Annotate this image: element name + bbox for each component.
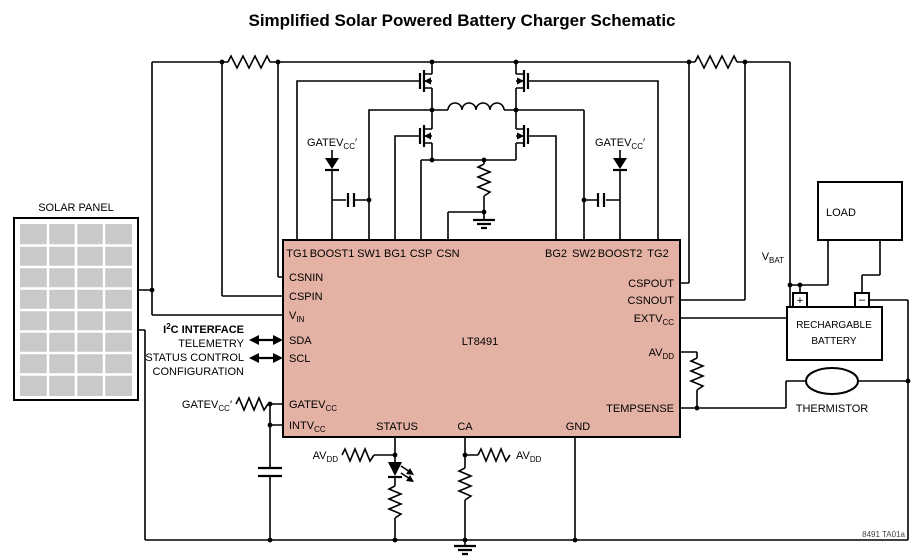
pin-label-sda: SDA — [289, 335, 312, 347]
i2c-arrows — [249, 335, 283, 363]
led-emission-arrow — [406, 475, 414, 482]
configuration-label: CONFIGURATION — [153, 366, 245, 378]
chip-left-pin-labels: CSNIN CSPIN VIN SDA SCL GATEVCC INTVCC — [289, 272, 337, 434]
status-led — [388, 462, 414, 482]
ca-lower-resistor — [456, 467, 474, 501]
mosfet-top-left — [418, 62, 433, 110]
status-lower-resistor — [386, 485, 404, 519]
mosfet-top-right — [515, 62, 530, 110]
avdd-label-status: AVDD — [313, 450, 339, 464]
chip-bottom-pin-labels: STATUS CA GND — [376, 421, 590, 433]
mosfet-body-arrow — [517, 77, 524, 85]
vbat-label: VBAT — [762, 251, 784, 265]
battery: + – RECHARGABLE BATTERY — [786, 292, 883, 361]
thermistor-label: THERMISTOR — [796, 403, 869, 415]
pin-label-cspout: CSPOUT — [628, 278, 674, 290]
pin-label-csp: CSP — [410, 248, 433, 260]
csp-csn-sense-resistor — [475, 163, 493, 197]
pin-label-csnout: CSNOUT — [628, 295, 675, 307]
pin-label-sw2: SW2 — [572, 248, 596, 260]
chip-right-pin-labels: CSPOUT CSNOUT EXTVCC AVDD TEMPSENSE — [606, 278, 674, 415]
ground-symbol-bottom — [454, 544, 476, 556]
mosfet-body-arrow — [517, 132, 524, 140]
thermistor: THERMISTOR — [796, 367, 869, 415]
pin-label-status: STATUS — [376, 421, 418, 433]
gatevcc-prime-label-input: GATEVCC′ — [182, 399, 232, 413]
scl-arrowhead-right — [273, 353, 283, 363]
pin-label-csn: CSN — [436, 248, 459, 260]
solar-panel-label: SOLAR PANEL — [38, 202, 114, 214]
pin-label-avdd: AVDD — [649, 347, 675, 361]
chip-name: LT8491 — [462, 336, 499, 348]
pin-label-sw1: SW1 — [357, 248, 381, 260]
gatevcc-prime-label-right: GATEVCC′ — [595, 137, 645, 151]
solar-panel: SOLAR PANEL — [13, 202, 139, 401]
pin-label-scl: SCL — [289, 353, 310, 365]
pin-label-vin: VIN — [289, 310, 305, 324]
inductor — [447, 102, 505, 111]
chip-top-pin-labels: TG1 BOOST1 SW1 BG1 CSP CSN BG2 SW2 BOOST… — [286, 248, 668, 260]
mosfet-body-arrow — [424, 132, 431, 140]
mosfet-bottom-right — [515, 110, 530, 160]
sda-arrowhead-left — [249, 335, 259, 345]
mosfet-bottom-left — [418, 110, 433, 160]
pin-label-intvcc: INTVCC — [289, 420, 326, 434]
lt8491-chip-body — [282, 239, 681, 438]
battery-label-line1: RECHARGABLE — [796, 320, 872, 331]
battery-plus-sign: + — [797, 295, 803, 307]
avdd-label-ca: AVDD — [516, 450, 542, 464]
pin-label-bg2: BG2 — [545, 248, 567, 260]
wires — [138, 61, 909, 546]
pin-label-tempsense: TEMPSENSE — [606, 403, 674, 415]
battery-label-line2: BATTERY — [811, 336, 857, 347]
load-box: LOAD — [817, 181, 903, 241]
status-control-label: STATUS CONTROL — [145, 352, 244, 364]
status-avdd-resistor — [341, 446, 375, 464]
schematic-title: Simplified Solar Powered Battery Charger… — [248, 11, 675, 30]
battery-plus-terminal — [792, 292, 808, 308]
battery-minus-terminal — [854, 292, 870, 308]
pin-label-bg1: BG1 — [384, 248, 406, 260]
pin-label-gatevcc: GATEVCC — [289, 399, 337, 413]
pin-label-ca: CA — [457, 421, 473, 433]
input-sense-resistor — [227, 54, 271, 70]
pin-label-tg1: TG1 — [286, 248, 307, 260]
bootstrap-diode-left — [325, 158, 339, 172]
pin-label-gnd: GND — [566, 421, 591, 433]
scl-arrowhead-left — [249, 353, 259, 363]
load-label: LOAD — [826, 207, 856, 219]
bootstrap-diode-right — [613, 158, 627, 172]
pin-label-boost2: BOOST2 — [598, 248, 643, 260]
output-sense-resistor — [694, 54, 738, 70]
pin-label-csnin: CSNIN — [289, 272, 323, 284]
pin-label-boost1: BOOST1 — [310, 248, 355, 260]
sda-arrowhead-right — [273, 335, 283, 345]
i2c-interface-block: I2C INTERFACE TELEMETRY STATUS CONTROL C… — [145, 322, 244, 378]
pin-label-tg2: TG2 — [647, 248, 668, 260]
pin-label-extvcc: EXTVCC — [634, 313, 675, 327]
ground-symbol-center — [473, 218, 495, 230]
telemetry-label: TELEMETRY — [178, 338, 244, 350]
ca-avdd-resistor — [477, 446, 511, 464]
tempsense-pullup-resistor — [688, 357, 706, 391]
gatevcc-resistor — [235, 395, 269, 413]
gatevcc-prime-label-left: GATEVCC′ — [307, 137, 357, 151]
mosfet-body-arrow — [424, 77, 431, 85]
figure-number: 8491 TA01a — [862, 530, 905, 539]
i2c-interface-label: I2C INTERFACE — [163, 322, 244, 336]
junction-dots — [149, 59, 911, 543]
battery-minus-sign: – — [859, 294, 866, 306]
led-emission-arrow — [406, 468, 414, 475]
pin-label-cspin: CSPIN — [289, 291, 323, 303]
